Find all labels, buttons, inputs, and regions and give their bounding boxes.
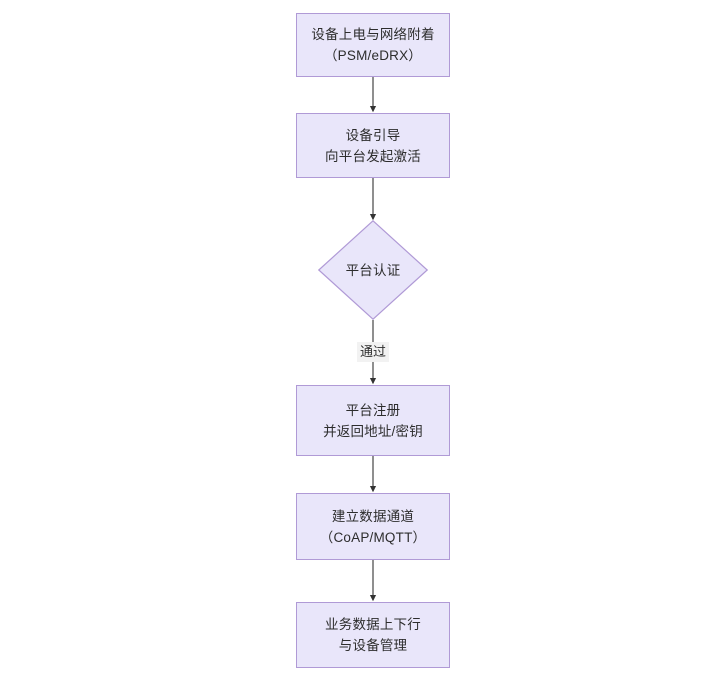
node-label: 业务数据上下行 与设备管理 — [325, 617, 421, 653]
node-platform-registration[interactable]: 平台注册 并返回地址/密钥 — [296, 385, 450, 456]
node-platform-authentication[interactable]: 平台认证 — [318, 220, 428, 320]
edge-label-pass: 通过 — [356, 342, 390, 362]
node-data-channel[interactable]: 建立数据通道 （CoAP/MQTT） — [296, 493, 450, 560]
node-label: 设备引导 向平台发起激活 — [325, 127, 421, 164]
node-label: 设备上电与网络附着 （PSM/eDRX） — [311, 27, 435, 63]
node-device-power-on[interactable]: 设备上电与网络附着 （PSM/eDRX） — [296, 13, 450, 77]
node-label: 平台注册 并返回地址/密钥 — [323, 402, 423, 439]
node-label: 平台认证 — [345, 262, 401, 278]
node-label: 建立数据通道 （CoAP/MQTT） — [319, 508, 427, 545]
diamond-shape — [318, 220, 428, 320]
node-business-data[interactable]: 业务数据上下行 与设备管理 — [296, 602, 450, 668]
node-device-bootstrap[interactable]: 设备引导 向平台发起激活 — [296, 113, 450, 178]
